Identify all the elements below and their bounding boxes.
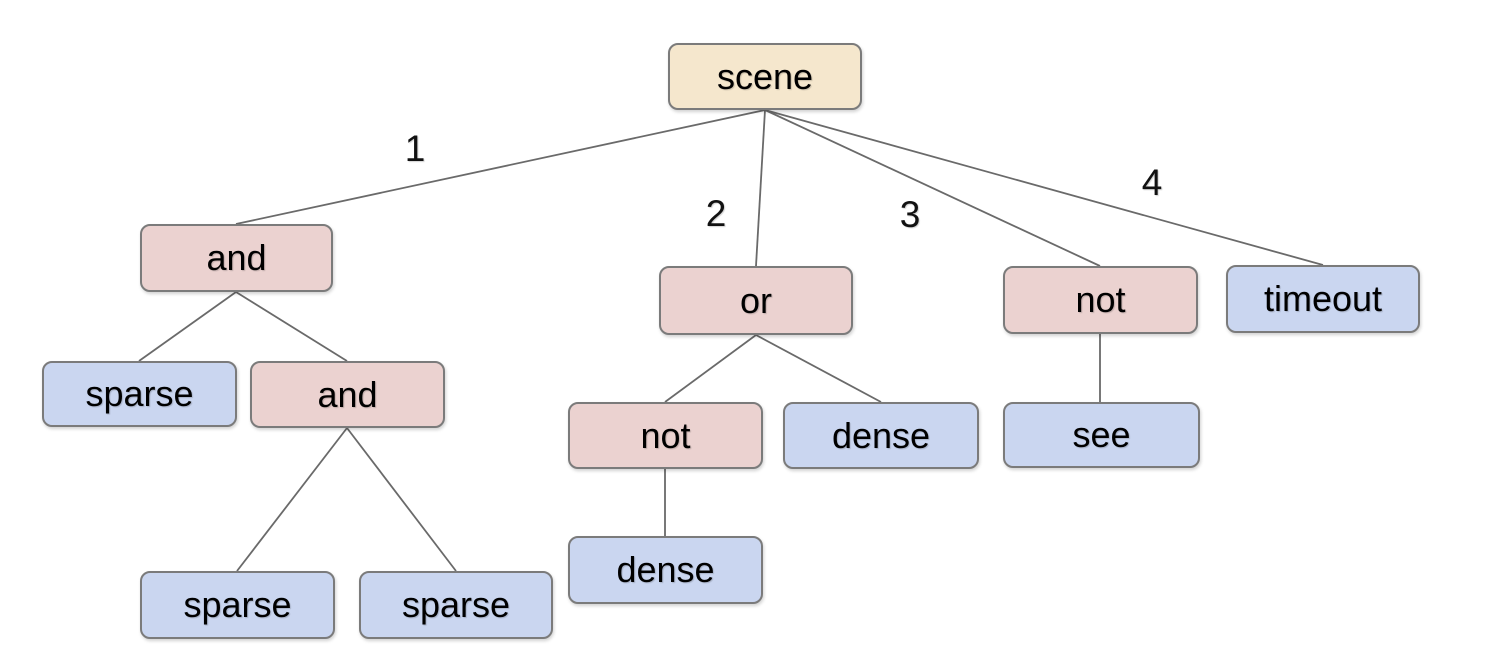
node-and-2: and: [250, 361, 445, 428]
node-see: see: [1003, 402, 1200, 468]
node-scene: scene: [668, 43, 862, 110]
edge-and-and: [235, 291, 348, 362]
node-or: or: [659, 266, 853, 335]
edge-or-dense: [755, 334, 882, 403]
node-not-1: not: [1003, 266, 1198, 334]
node-not-2: not: [568, 402, 763, 469]
node-sparse-1: sparse: [42, 361, 237, 427]
edge-label-3: 3: [899, 194, 921, 235]
edge-label-2: 2: [705, 193, 727, 234]
edge-scene-and: [235, 109, 766, 225]
edge-or-not: [664, 334, 757, 403]
edge-and-sparse: [138, 291, 237, 362]
edge-and2-sparse: [236, 427, 348, 572]
node-sparse-3: sparse: [359, 571, 553, 639]
edge-scene-or: [755, 109, 766, 267]
edge-label-1: 1: [404, 128, 426, 169]
edge-label-4: 4: [1141, 162, 1163, 203]
edge-scene-not: [764, 109, 1101, 267]
edge-scene-timeout: [764, 109, 1324, 266]
node-dense-2: dense: [568, 536, 763, 604]
edge-and2-sparse2: [346, 427, 457, 572]
node-sparse-2: sparse: [140, 571, 335, 639]
node-timeout: timeout: [1226, 265, 1420, 333]
node-and-1: and: [140, 224, 333, 292]
node-dense-1: dense: [783, 402, 979, 469]
